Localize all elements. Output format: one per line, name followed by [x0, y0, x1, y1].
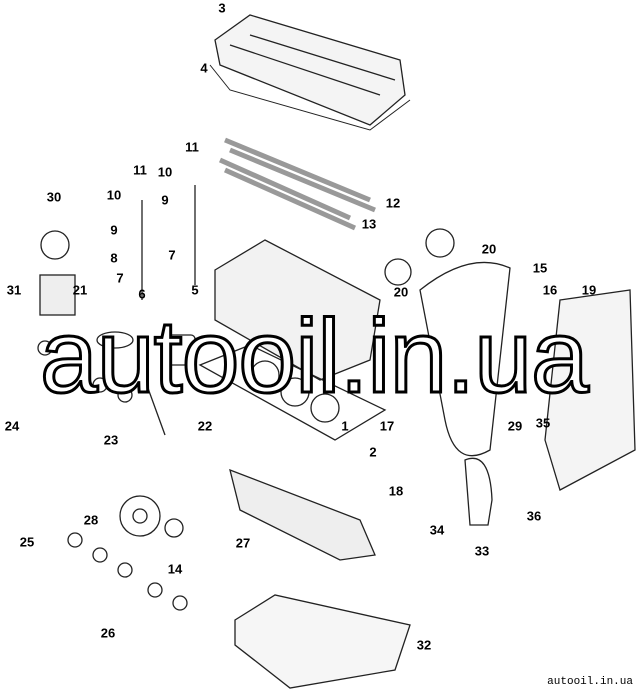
callout-25: 25: [19, 534, 35, 550]
callout-7: 7: [116, 270, 124, 286]
callout-13: 13: [361, 216, 377, 232]
callout-34: 34: [429, 522, 445, 538]
callout-29: 29: [507, 418, 523, 434]
cylinder-head: [214, 239, 381, 381]
callout-6: 6: [138, 286, 146, 302]
callout-35: 35: [535, 415, 551, 431]
crankshaft: [229, 468, 376, 561]
callout-19: 19: [581, 282, 597, 298]
head-gasket: [198, 344, 387, 441]
callout-30: 30: [46, 189, 62, 205]
gears: [40, 228, 455, 538]
callout-11b: 11: [185, 139, 199, 155]
callout-36: 36: [526, 508, 542, 524]
bearings: [37, 340, 188, 611]
callout-16: 16: [542, 282, 558, 298]
callout-10b: 10: [157, 164, 173, 180]
oil-pan: [234, 594, 411, 689]
callout-27: 27: [235, 535, 251, 551]
callout-20: 20: [481, 241, 497, 257]
callout-12: 12: [385, 195, 401, 211]
callout-8: 8: [110, 250, 118, 266]
callout-10: 10: [106, 187, 122, 203]
callout-9: 9: [110, 222, 118, 238]
piston-rod: [39, 274, 196, 436]
callout-18: 18: [388, 483, 404, 499]
callout-14: 14: [167, 561, 183, 577]
timing-cover: [544, 289, 636, 491]
callout-23: 23: [103, 432, 119, 448]
callout-21: 21: [72, 282, 88, 298]
callout-1: 1: [341, 418, 349, 434]
callout-31: 31: [6, 282, 22, 298]
callout-17: 17: [379, 418, 395, 434]
callout-7b: 7: [168, 247, 176, 263]
callout-15: 15: [532, 260, 548, 276]
callout-2: 2: [369, 444, 377, 460]
watermark: autooil.in.ua: [39, 299, 591, 415]
callout-32: 32: [416, 637, 432, 653]
pulley: [119, 495, 161, 537]
callout-33: 33: [474, 543, 490, 559]
timing-chain: [419, 261, 511, 526]
callout-28: 28: [83, 512, 99, 528]
callout-5: 5: [191, 282, 199, 298]
callout-26: 26: [100, 625, 116, 641]
callout-3: 3: [218, 0, 226, 16]
valves: [141, 185, 196, 300]
valve-cover: [209, 14, 411, 131]
callout-11: 11: [133, 162, 147, 178]
footer-watermark: autooil.in.ua: [544, 675, 636, 689]
callout-24: 24: [4, 418, 20, 434]
callout-9b: 9: [161, 192, 169, 208]
callout-22: 22: [197, 418, 213, 434]
callout-4: 4: [200, 60, 208, 76]
camshafts: [218, 137, 376, 231]
callout-20b: 20: [393, 284, 409, 300]
